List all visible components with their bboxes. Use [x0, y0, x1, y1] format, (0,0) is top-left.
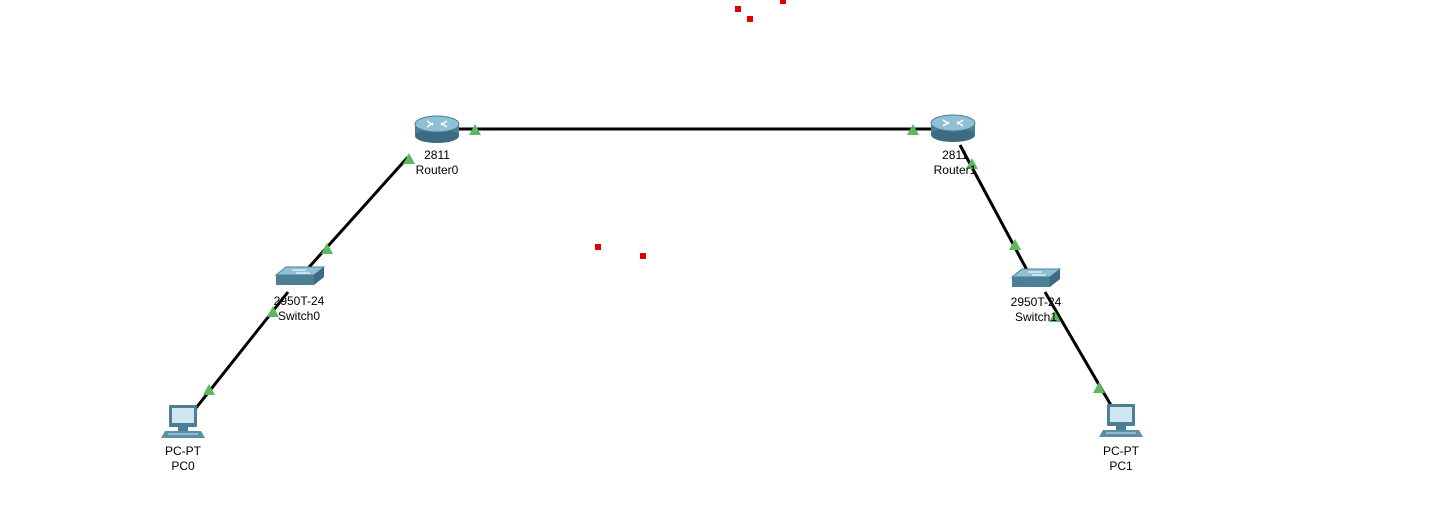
link-up-indicator: [1049, 311, 1061, 322]
link-up-indicator: [267, 306, 279, 317]
red-marker: [595, 244, 601, 250]
link-router0-switch0[interactable]: [300, 155, 410, 277]
device-model: 2811: [424, 148, 450, 162]
pc-icon[interactable]: [1099, 404, 1143, 437]
link-up-indicator: [321, 243, 333, 254]
red-marker: [735, 6, 741, 12]
pc-icon[interactable]: [161, 405, 205, 438]
switch-icon[interactable]: [274, 266, 326, 285]
device-model: 2811: [942, 148, 968, 162]
link-up-indicator: [966, 158, 978, 169]
device-model: 2950T-24: [273, 294, 325, 308]
red-marker: [747, 16, 753, 22]
pc0-label-group: PC-PT PC0: [138, 444, 228, 474]
router-icon[interactable]: [414, 115, 460, 143]
router0-label-group: 2811 Router0: [392, 148, 482, 178]
link-up-indicator: [1009, 239, 1021, 250]
device-name: Router1: [933, 163, 977, 177]
link-up-indicator: [1093, 382, 1105, 393]
router1-label-group: 2811 Router1: [910, 148, 1000, 178]
device-name: Switch1: [1014, 310, 1058, 324]
switch-icon[interactable]: [1010, 268, 1062, 287]
device-name: PC0: [171, 459, 195, 473]
device-name: PC1: [1109, 459, 1133, 473]
device-name: Router0: [415, 163, 459, 177]
red-marker: [780, 0, 786, 4]
device-model: 2950T-24: [1010, 295, 1062, 309]
switch1-label-group: 2950T-24 Switch1: [991, 295, 1081, 325]
pc1-label-group: PC-PT PC1: [1076, 444, 1166, 474]
device-model: PC-PT: [1103, 444, 1139, 458]
link-up-indicator: [907, 124, 919, 135]
link-up-indicator: [403, 153, 415, 164]
switch0-label-group: 2950T-24 Switch0: [254, 294, 344, 324]
link-up-indicator: [203, 384, 215, 395]
device-name: Switch0: [277, 309, 321, 323]
router-icon[interactable]: [930, 114, 976, 142]
red-marker: [640, 253, 646, 259]
link-up-indicator: [469, 124, 481, 135]
device-model: PC-PT: [165, 444, 201, 458]
